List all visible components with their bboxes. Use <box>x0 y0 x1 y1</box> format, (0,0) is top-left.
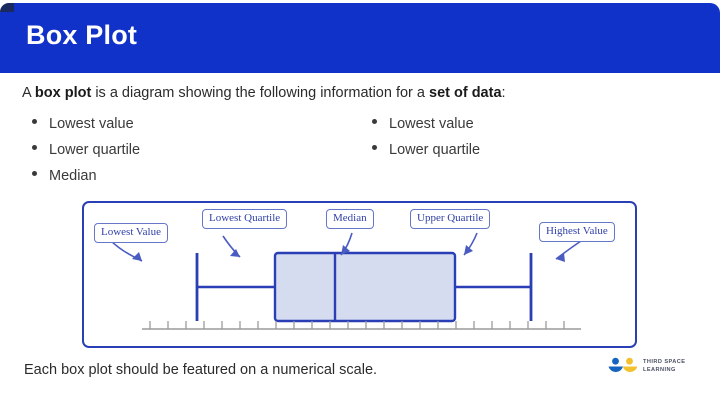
intro-sentence: A box plot is a diagram showing the foll… <box>22 85 506 101</box>
header-banner: Box Plot <box>0 3 720 73</box>
bullet-list-left: Lowest value Lower quartile Median <box>32 116 140 194</box>
callout-label-median: Median <box>326 209 374 229</box>
page-title: Box Plot <box>26 20 138 50</box>
list-item-label: Lowest value <box>389 116 474 132</box>
intro-bold-box-plot: box plot <box>34 85 92 101</box>
list-item: Lower quartile <box>32 142 140 168</box>
list-item-label: Median <box>49 168 97 184</box>
brand-wordmark: THIRD SPACE LEARNING <box>643 359 685 374</box>
intro-middle: is a diagram showing the following infor… <box>91 85 429 101</box>
corner-notch-decoration <box>0 3 14 12</box>
callout-label-highest-value: Highest Value <box>539 222 615 242</box>
callout-arrowheads <box>132 245 565 262</box>
list-item: Lowest value <box>32 116 140 142</box>
intro-prefix: A <box>22 85 35 101</box>
bullet-dot-icon <box>32 145 37 150</box>
bullet-dot-icon <box>32 119 37 124</box>
bullet-list-right: Lowest value Lower quartile <box>372 116 480 168</box>
bullet-dot-icon <box>372 119 377 124</box>
list-item: Median <box>32 168 140 194</box>
intro-suffix: : <box>501 85 506 101</box>
list-item: Lower quartile <box>372 142 480 168</box>
brand-line-2: LEARNING <box>643 366 676 373</box>
brand-line-1: THIRD SPACE <box>643 359 686 365</box>
footer-caption: Each box plot should be featured on a nu… <box>24 362 378 378</box>
bullet-dot-icon <box>32 171 37 176</box>
brand-logo: THIRD SPACE LEARNING <box>606 357 706 383</box>
box-plot-figure <box>105 232 582 330</box>
callout-label-lowest-value: Lowest Value <box>94 223 168 243</box>
callout-label-lowest-quartile: Lowest Quartile <box>202 209 288 229</box>
callout-label-upper-quartile: Upper Quartile <box>410 209 491 229</box>
list-item: Lowest value <box>372 116 480 142</box>
list-item-label: Lower quartile <box>49 142 141 158</box>
interquartile-box <box>273 251 457 323</box>
scale-ticks <box>149 321 565 329</box>
list-item-label: Lower quartile <box>389 142 481 158</box>
third-space-learning-logo-icon <box>608 357 638 373</box>
intro-bold-set-of-data: set of data <box>429 85 502 101</box>
bullet-dot-icon <box>372 145 377 150</box>
list-item-label: Lowest value <box>49 116 134 132</box>
